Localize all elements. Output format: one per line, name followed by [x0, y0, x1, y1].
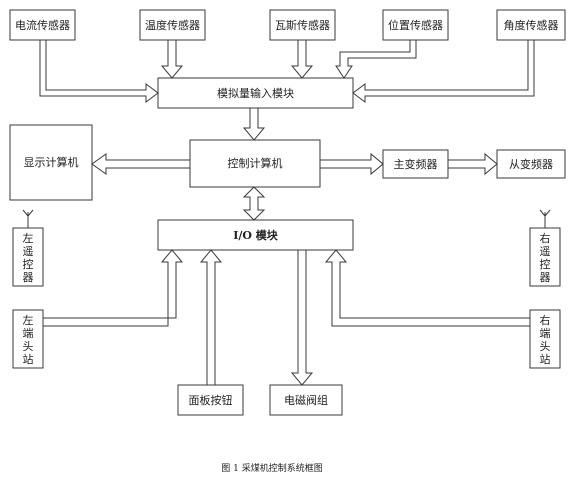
current-sensor-label: 电流传感器 — [15, 18, 70, 32]
position-sensor-label: 位置传感器 — [388, 18, 443, 32]
io-module-label: I/O 模块 — [233, 228, 279, 242]
solenoid-valve-group-label: 电磁阀组 — [284, 393, 328, 407]
display-computer-label: 显示计算机 — [24, 155, 79, 169]
panel-buttons-box — [177, 384, 244, 416]
temperature-sensor-box — [139, 9, 206, 41]
solenoid-valve-group-box — [269, 384, 343, 416]
left-antenna-icon — [22, 209, 34, 228]
io-to-solenoid-arrow — [290, 249, 314, 386]
left-remote-controller-box — [12, 227, 44, 287]
temperature-sensor-label: 温度传感器 — [145, 18, 200, 32]
right-station-to-io-arrow — [324, 249, 531, 327]
left-station-to-io-arrow — [42, 249, 184, 327]
master-inverter-label: 主变频器 — [394, 157, 438, 171]
right-remote-char-3: 控 — [540, 257, 551, 271]
angle-to-analog-arrow — [352, 39, 535, 103]
panel-to-io-arrow — [199, 249, 223, 386]
analog-to-control-arrow — [242, 107, 266, 141]
left-remote-char-3: 控 — [23, 257, 34, 271]
right-station-char-3: 头 — [540, 340, 551, 353]
left-remote-char-4: 器 — [23, 271, 34, 284]
right-station-char-1: 右 — [540, 313, 551, 327]
figure-caption: 图 1 采煤机控制系统框图 — [221, 462, 322, 474]
current-sensor-box — [9, 9, 76, 41]
master-to-slave-arrow — [447, 152, 498, 176]
right-remote-controller-box — [529, 227, 561, 287]
panel-buttons-label: 面板按钮 — [189, 393, 233, 407]
position-to-analog-arrow — [335, 39, 417, 79]
slave-inverter-box — [496, 149, 566, 179]
gas-sensor-label: 瓦斯传感器 — [275, 19, 330, 32]
left-remote-char-2: 遥 — [23, 245, 34, 258]
position-sensor-box — [382, 9, 449, 41]
left-head-station-box — [12, 309, 44, 369]
slave-inverter-label: 从变频器 — [509, 157, 553, 171]
right-remote-char-1: 右 — [540, 231, 551, 245]
control-io-bidirectional-arrow — [242, 186, 266, 221]
control-to-display-arrow — [91, 153, 191, 175]
right-head-station-box — [529, 309, 561, 369]
control-to-master-arrow — [319, 152, 384, 176]
right-remote-char-4: 器 — [540, 271, 551, 284]
left-station-char-3: 头 — [23, 340, 34, 353]
temperature-to-analog-arrow — [160, 39, 184, 79]
analog-input-module-label: 模拟量输入模块 — [217, 86, 294, 100]
gas-to-analog-arrow — [290, 39, 314, 79]
left-remote-char-1: 左 — [23, 232, 34, 245]
right-station-char-4: 站 — [540, 352, 551, 366]
display-computer-box — [9, 124, 93, 201]
control-computer-label: 控制计算机 — [228, 156, 283, 170]
right-station-char-2: 端 — [540, 327, 551, 340]
right-remote-char-2: 遥 — [540, 245, 551, 258]
current-to-analog-arrow — [39, 39, 159, 103]
angle-sensor-label: 角度传感器 — [504, 18, 559, 32]
left-station-char-4: 站 — [23, 352, 34, 366]
left-station-char-2: 端 — [23, 327, 34, 340]
right-antenna-icon — [539, 209, 551, 228]
left-station-char-1: 左 — [23, 314, 34, 327]
io-module-box — [157, 219, 354, 251]
control-computer-box — [189, 139, 321, 188]
